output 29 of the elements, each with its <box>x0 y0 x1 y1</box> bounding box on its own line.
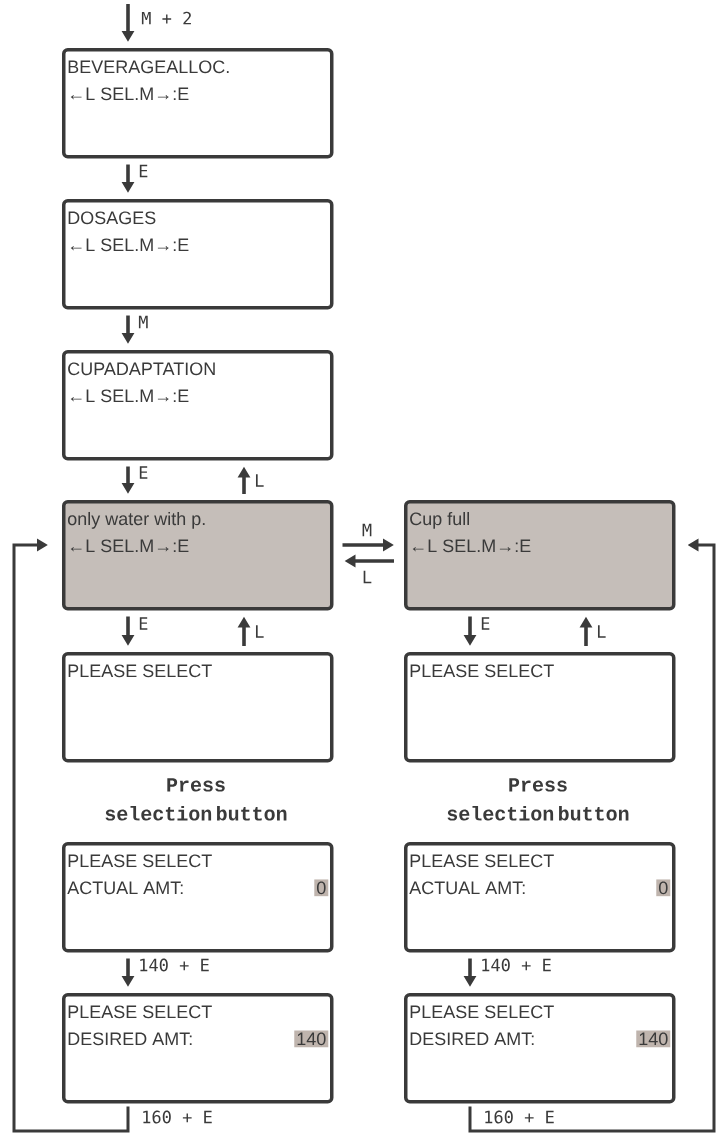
edge-label: E <box>479 616 492 631</box>
display-screen: PLEASE SELECT DESIRED AMT: 140 <box>62 993 334 1104</box>
display-screen: PLEASE SELECT ACTUAL AMT: 0 <box>62 842 334 953</box>
edge-label: E <box>137 465 150 480</box>
display-screen: CUPADAPTATION ←L SEL.M→:E <box>62 350 334 461</box>
display-screen: BEVERAGEALLOC. ←L SEL.M→:E <box>62 48 334 159</box>
edge-label: 160 + E <box>482 1109 556 1125</box>
edge-label: 140 + E <box>479 957 553 973</box>
edge-label: M <box>137 314 150 330</box>
edge-label: L <box>253 624 266 639</box>
edge-label: E <box>137 163 150 179</box>
edge-label: L <box>253 473 266 488</box>
edge-label: 140 + E <box>137 957 211 973</box>
edge-label: M <box>360 522 374 538</box>
display-screen: PLEASE SELECT DESIRED AMT: 140 <box>404 993 676 1104</box>
edge-label: L <box>360 569 374 585</box>
instruction-text: Press selection button <box>105 778 287 821</box>
display-screen: DOSAGES ←L SEL.M→:E <box>62 199 334 310</box>
edge-label: 160 + E <box>140 1109 214 1125</box>
display-screen: only water with p. ←L SEL.M→:E <box>62 500 334 611</box>
display-screen: PLEASE SELECT ACTUAL AMT: 0 <box>404 842 676 953</box>
instruction-text: Press selection button <box>447 778 629 821</box>
display-screen: PLEASE SELECT <box>62 652 334 763</box>
arrow <box>12 538 130 1133</box>
display-screen: PLEASE SELECT <box>404 652 676 763</box>
display-screen: Cup full ←L SEL.M→:E <box>404 500 676 611</box>
edge-label: M + 2 <box>140 10 194 26</box>
edge-label: L <box>595 624 608 639</box>
edge-label: E <box>137 616 150 631</box>
